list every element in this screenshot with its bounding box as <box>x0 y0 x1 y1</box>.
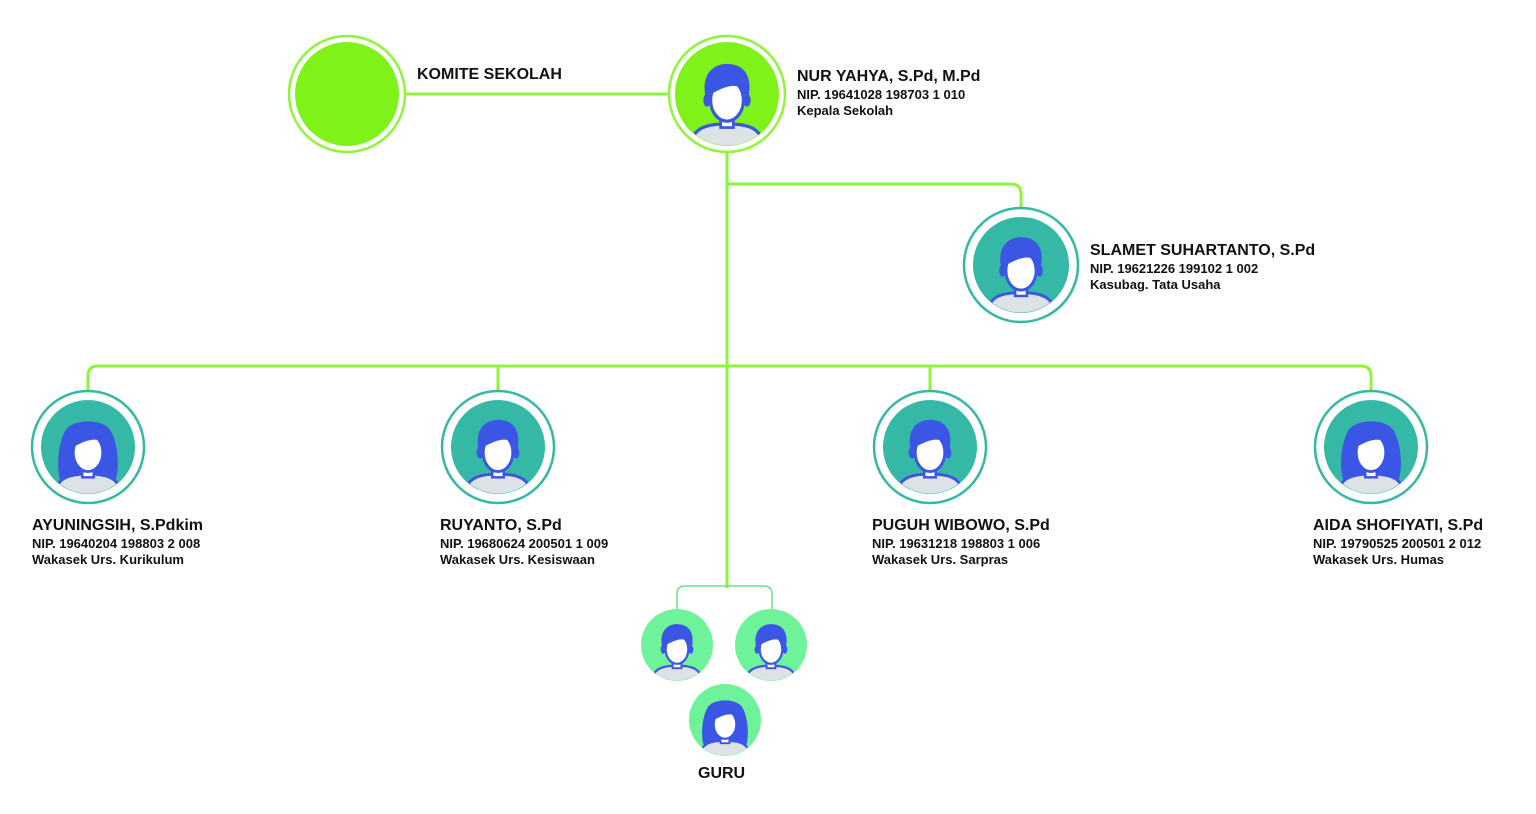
ear <box>944 446 952 459</box>
teachers-connector <box>676 585 773 610</box>
committee-node <box>287 34 407 154</box>
female-person-icon <box>698 700 752 756</box>
fringe <box>482 430 514 448</box>
fringe <box>713 707 737 721</box>
avatar <box>698 700 752 756</box>
admin-connector <box>727 182 1023 212</box>
admin-name: SLAMET SUHARTANTO, S.Pd <box>1090 242 1316 259</box>
fringe <box>72 430 104 448</box>
deputy-1-info: AYUNINGSIH, S.Pdkim NIP. 19640204 198803… <box>32 516 203 569</box>
nodes <box>30 34 1429 756</box>
fringe <box>1355 430 1387 448</box>
deputy-2-nip: NIP. 19680624 200501 1 009 <box>440 536 609 551</box>
ear <box>782 644 788 654</box>
head-info: NUR YAHYA, S.Pd, M.Pd NIP. 19641028 1987… <box>797 67 980 120</box>
deputy-4-name: AIDA SHOFIYATI, S.Pd <box>1313 517 1484 534</box>
deputy-2-node <box>440 389 556 505</box>
deputy-2-info: RUYANTO, S.Pd NIP. 19680624 200501 1 009… <box>440 516 608 569</box>
fringe <box>665 632 689 646</box>
head-role: Kepala Sekolah <box>797 103 894 119</box>
inner-circle <box>295 42 399 146</box>
fringe <box>914 430 946 448</box>
ear <box>512 446 520 459</box>
ear <box>908 446 916 459</box>
deputy-2-role: Wakasek Urs. Kesiswaan <box>440 552 595 568</box>
ear <box>743 93 751 107</box>
avatar <box>895 419 965 494</box>
deputies-connector <box>86 364 1373 392</box>
ear <box>999 264 1006 277</box>
head-name: NUR YAHYA, S.Pd, M.Pd <box>797 68 981 85</box>
deputy-3-name: PUGUH WIBOWO, S.Pd <box>872 517 1050 534</box>
deputy-4-node <box>1313 389 1429 505</box>
ear <box>476 446 484 459</box>
admin-node <box>962 206 1080 324</box>
deputy-4-info: AIDA SHOFIYATI, S.Pd NIP. 19790525 20050… <box>1313 516 1483 569</box>
fringe <box>709 76 745 95</box>
teacher-2-node <box>735 609 807 681</box>
admin-role: Kasubag. Tata Usaha <box>1090 277 1221 293</box>
deputy-3-role: Wakasek Urs. Sarpras <box>872 552 1009 568</box>
teachers-label: GURU <box>698 765 746 782</box>
admin-info: SLAMET SUHARTANTO, S.Pd NIP. 19621226 19… <box>1090 241 1315 294</box>
female-person-icon <box>53 421 123 494</box>
deputy-4-role: Wakasek Urs. Humas <box>1313 552 1445 568</box>
ear <box>660 644 666 654</box>
male-person-icon <box>895 419 965 494</box>
connector-lines <box>86 92 1373 610</box>
deputy-3-node <box>872 389 988 505</box>
teacher-1-node <box>641 609 713 681</box>
ear <box>754 644 760 654</box>
admin-nip: NIP. 19621226 199102 1 002 <box>1090 261 1259 276</box>
deputy-1-name: AYUNINGSIH, S.Pdkim <box>32 517 204 534</box>
deputy-3-info: PUGUH WIBOWO, S.Pd NIP. 19631218 198803 … <box>872 516 1050 569</box>
deputy-3-nip: NIP. 19631218 198803 1 006 <box>872 536 1041 551</box>
deputy-1-nip: NIP. 19640204 198803 2 008 <box>32 536 201 551</box>
fringe <box>759 632 783 646</box>
deputy-4-nip: NIP. 19790525 200501 2 012 <box>1313 536 1482 551</box>
fringe <box>1005 248 1037 266</box>
teacher-3-node <box>689 684 761 756</box>
ear <box>1036 264 1043 277</box>
ear <box>703 93 711 107</box>
ear <box>688 644 694 654</box>
avatar <box>1336 421 1406 494</box>
head-nip: NIP. 19641028 198703 1 010 <box>797 87 966 102</box>
committee-label: KOMITE SEKOLAH <box>417 66 562 83</box>
deputy-2-name: RUYANTO, S.Pd <box>440 517 562 534</box>
female-person-icon <box>1336 421 1406 494</box>
deputy-1-node <box>30 389 146 505</box>
head-node <box>667 34 787 154</box>
avatar <box>53 421 123 494</box>
deputy-1-role: Wakasek Urs. Kurikulum <box>32 552 184 568</box>
